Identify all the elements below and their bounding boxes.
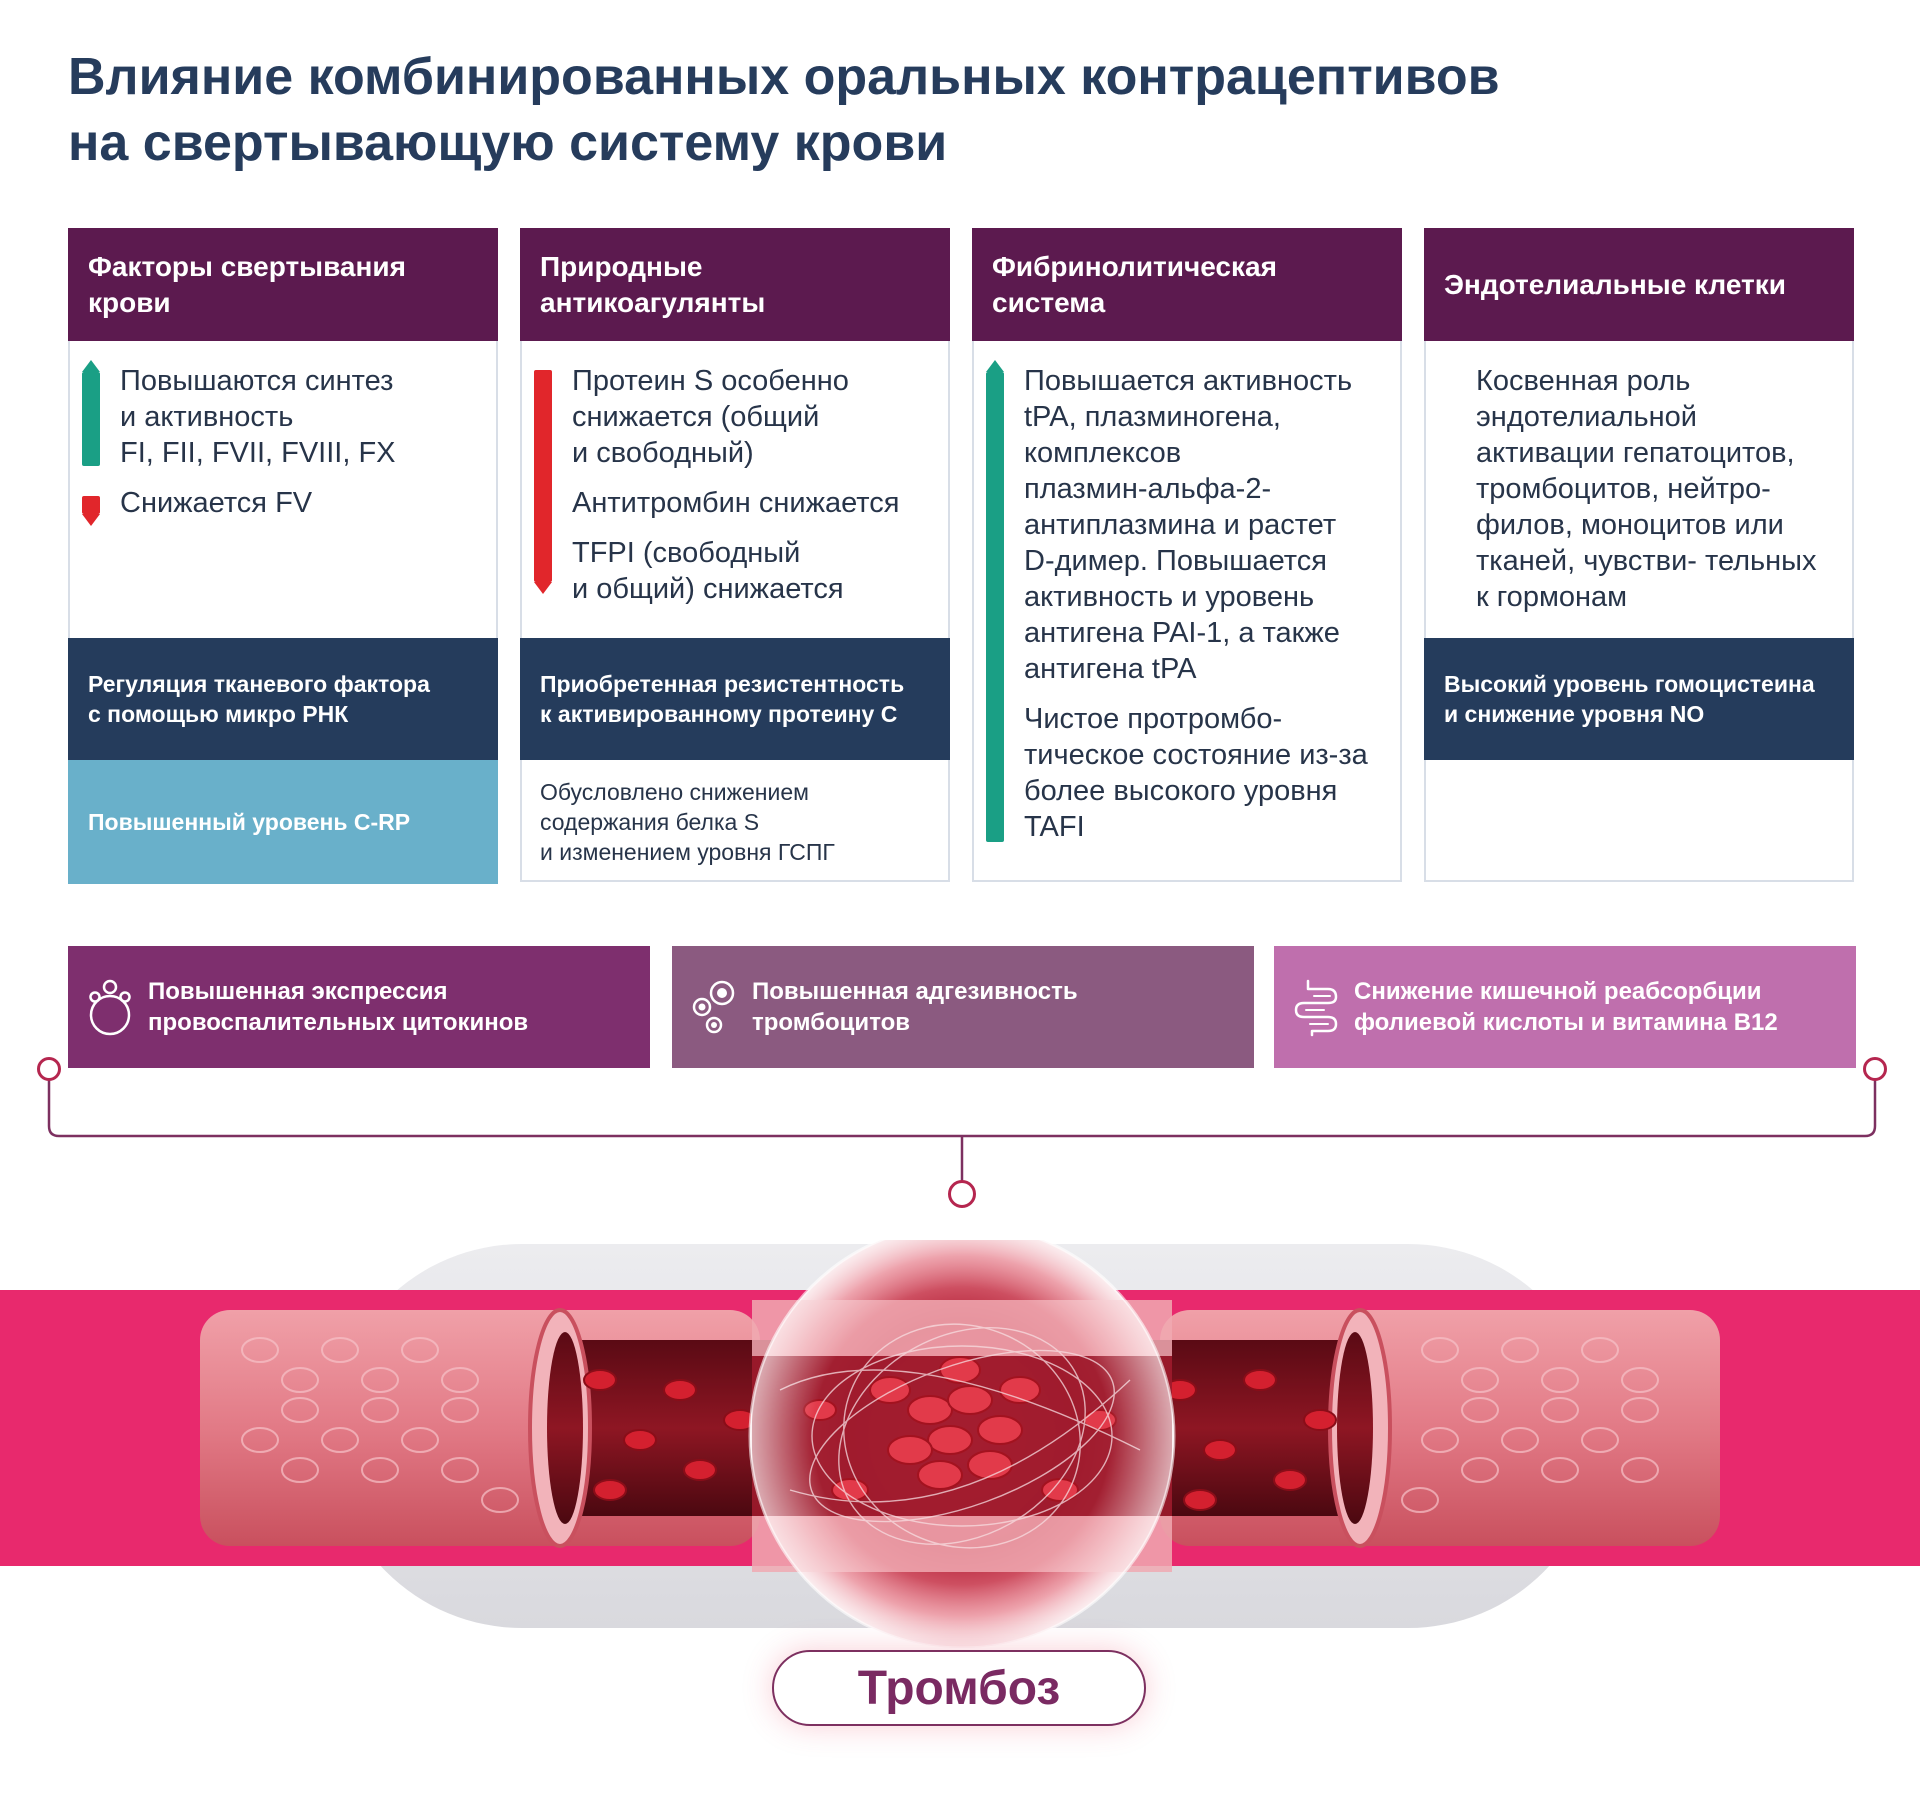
mechanism-line: фолиевой кислоты и витамина В12: [1354, 1009, 1778, 1036]
effect-line: FI, FII, FVII, FVIII, FX: [120, 437, 396, 469]
connector-node-left: [37, 1057, 61, 1081]
effect-line: антигена PAI-1, а также: [1024, 617, 1340, 649]
page-title: Влияние комбинированных оральных контрац…: [68, 44, 1668, 176]
platelet-icon: [692, 980, 735, 1034]
effect-line: и свободный): [572, 437, 754, 469]
column-body: Протеин S особенно снижается (общий и св…: [522, 341, 948, 621]
mechanism-cytokines: Повышенная экспрессия провоспалительных …: [68, 946, 650, 1068]
connector-node-center: [948, 1180, 976, 1208]
column-header-line: Факторы свертывания: [88, 250, 406, 282]
effect-line: антиплазмина и растет: [1024, 509, 1337, 541]
effect-item: Антитромбин снижается: [572, 485, 930, 521]
column-header-line: Фибринолитическая: [992, 250, 1277, 282]
intestine-icon: [1294, 979, 1338, 1037]
effect-line: тканей, чувстви- тельных: [1476, 545, 1817, 577]
column-header: Факторы свертывания крови: [68, 228, 498, 341]
effect-line: tPA, плазминогена,: [1024, 401, 1281, 433]
effect-line: активации гепатоцитов,: [1476, 437, 1795, 469]
mechanism-intestinal-absorption: Снижение кишечной реабсорбции фолиевой к…: [1274, 946, 1856, 1068]
column-header-line: система: [992, 286, 1106, 318]
mechanism-text: Повышенная экспрессия провоспалительных …: [148, 976, 528, 1038]
mechanism-band-line: и снижение уровня NO: [1444, 701, 1705, 727]
mechanism-text: Снижение кишечной реабсорбции фолиевой к…: [1354, 976, 1778, 1038]
column-header: Природные антикоагулянты: [520, 228, 950, 341]
mechanism-band: Приобретенная резистентность к активиров…: [520, 638, 950, 760]
sub-band: Повышенный уровень C-RP: [68, 760, 498, 884]
effect-line: тромбоцитов, нейтро-: [1476, 473, 1771, 505]
cytokine-icon: [89, 979, 131, 1036]
effect-item: TFPI (свободный и общий) снижается: [572, 535, 930, 607]
column-header: Эндотелиальные клетки: [1424, 228, 1854, 341]
mechanism-band-line: с помощью микро РНК: [88, 701, 349, 727]
effect-line: Повышаются синтез: [120, 365, 394, 397]
effect-line: снижается (общий: [572, 401, 820, 433]
effect-line: эндотелиальной: [1476, 401, 1697, 433]
effect-line: тическое состояние из-за: [1024, 739, 1368, 771]
effect-line: филов, моноцитов или: [1476, 509, 1784, 541]
effect-line: TFPI (свободный: [572, 537, 801, 569]
effect-line: Протеин S особенно: [572, 365, 849, 397]
effect-line: более высокого уровня: [1024, 775, 1338, 807]
column-header: Фибринолитическая система: [972, 228, 1402, 341]
increase-arrow-icon: [82, 360, 100, 466]
effect-line: активность и уровень: [1024, 581, 1315, 613]
sub-band-line: Повышенный уровень C-RP: [88, 809, 411, 835]
sub-band-line: Обусловлено снижением: [540, 779, 809, 805]
effect-line: Чистое протромбо-: [1024, 703, 1283, 735]
connector-node-right: [1863, 1057, 1887, 1081]
effect-line: комплексов: [1024, 437, 1182, 469]
column-fibrinolytic-system: Фибринолитическая система Повышается акт…: [972, 228, 1402, 882]
effect-line: и активность: [120, 401, 294, 433]
mechanism-band: Регуляция тканевого фактора с помощью ми…: [68, 638, 498, 760]
thrombosis-label: Тромбоз: [772, 1650, 1146, 1726]
effect-item: Снижается FV: [120, 485, 478, 521]
mechanism-band-line: Приобретенная резистентность: [540, 671, 905, 697]
mechanism-platelet-adhesion: Повышенная адгезивность тромбоцитов: [672, 946, 1254, 1068]
mechanism-line: провоспалительных цитокинов: [148, 1009, 529, 1036]
mechanism-line: тромбоцитов: [752, 1009, 911, 1036]
decrease-arrow-icon: [82, 496, 100, 526]
effect-item: Чистое протромбо- тическое состояние из-…: [1024, 701, 1382, 845]
column-natural-anticoagulants: Природные антикоагулянты Протеин S особе…: [520, 228, 950, 882]
effect-line: TAFI: [1024, 811, 1085, 843]
effect-line: Повышается активность: [1024, 365, 1353, 397]
effect-item: Косвенная роль эндотелиальной активации …: [1476, 363, 1834, 615]
effect-line: Снижается FV: [120, 487, 313, 519]
column-body: Повышается активность tPA, плазминогена,…: [974, 341, 1400, 859]
mechanism-band-line: Высокий уровень гомоцистеина: [1444, 671, 1815, 697]
sub-band-line: и изменением уровня ГСПГ: [540, 839, 835, 865]
effect-line: Косвенная роль: [1476, 365, 1691, 397]
effect-line: и общий) снижается: [572, 573, 844, 605]
effect-line: антигена tPA: [1024, 653, 1197, 685]
mechanism-line: Снижение кишечной реабсорбции: [1354, 978, 1762, 1005]
column-endothelial-cells: Эндотелиальные клетки Косвенная роль энд…: [1424, 228, 1854, 882]
mechanism-line: Повышенная адгезивность: [752, 978, 1078, 1005]
effect-line: Антитромбин снижается: [572, 487, 900, 519]
effect-line: к гормонам: [1476, 581, 1628, 613]
mechanism-line: Повышенная экспрессия: [148, 978, 448, 1005]
decrease-arrow-icon: [534, 370, 552, 594]
mechanism-band-line: Регуляция тканевого фактора: [88, 671, 430, 697]
effect-line: плазмин-альфа-2-: [1024, 473, 1272, 505]
effect-line: D-димер. Повышается: [1024, 545, 1327, 577]
sub-band-line: содержания белка S: [540, 809, 760, 835]
effect-item: Повышаются синтез и активность FI, FII, …: [120, 363, 478, 471]
page-title-line-1: Влияние комбинированных оральных контрац…: [68, 48, 1500, 106]
column-body: Косвенная роль эндотелиальной активации …: [1426, 341, 1852, 629]
effect-item: Повышается активность tPA, плазминогена,…: [1024, 363, 1382, 687]
effect-item: Протеин S особенно снижается (общий и св…: [572, 363, 930, 471]
sub-band: Обусловлено снижением содержания белка S…: [520, 760, 950, 884]
column-body: Повышаются синтез и активность FI, FII, …: [70, 341, 496, 535]
mechanism-band: Высокий уровень гомоцистеина и снижение …: [1424, 638, 1854, 760]
column-header-line: Эндотелиальные клетки: [1444, 268, 1786, 300]
column-coagulation-factors: Факторы свертывания крови Повышаются син…: [68, 228, 498, 884]
blood-vessel-illustration: [0, 1240, 1920, 1650]
page-title-line-2: на свертывающую систему крови: [68, 114, 948, 172]
mechanism-band-line: к активированному протеину С: [540, 701, 898, 727]
column-header-line: Природные: [540, 250, 703, 282]
column-header-line: крови: [88, 286, 171, 318]
increase-arrow-icon: [986, 360, 1004, 842]
mechanism-text: Повышенная адгезивность тромбоцитов: [752, 976, 1078, 1038]
column-header-line: антикоагулянты: [540, 286, 766, 318]
